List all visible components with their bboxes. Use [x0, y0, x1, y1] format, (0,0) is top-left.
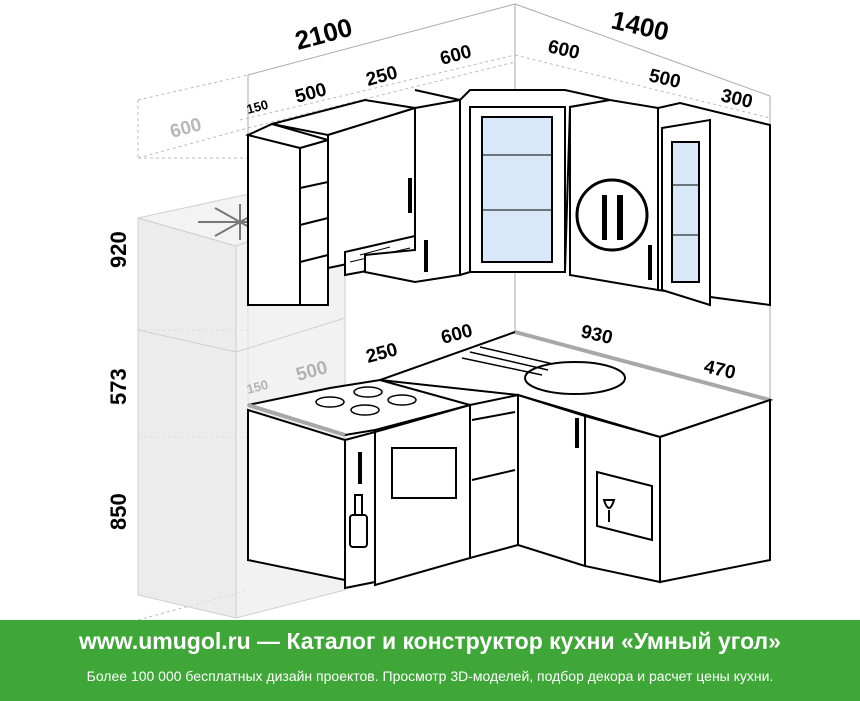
upper-right-glass-cabinet: [657, 101, 771, 307]
kitchen-corner-diagram: 2100 1400 150 500 250 600 600 500 300 60…: [106, 3, 774, 620]
cabinet-handle: [408, 178, 412, 213]
dim-upper-300: 300: [719, 85, 755, 113]
upper-open-shelf: [244, 122, 332, 306]
lower-sink-cabinet: [517, 393, 586, 568]
dim-lower-930: 930: [579, 321, 615, 349]
dishwasher: [584, 414, 661, 584]
dim-height-850: 850: [106, 493, 131, 530]
upper-glass-corner-cabinet: [414, 89, 611, 277]
dim-upper-600-right: 600: [546, 36, 582, 64]
cutlery-icon: [575, 178, 649, 252]
promo-banner: www.umugol.ru — Каталог и конструктор ку…: [0, 620, 860, 701]
dim-1400: 1400: [609, 5, 672, 47]
cabinet-handle: [575, 418, 579, 448]
bottle-icon: [349, 494, 368, 548]
dim-lower-600: 600: [439, 320, 475, 348]
banner-subtitle: Более 100 000 бесплатных дизайн проектов…: [86, 668, 774, 684]
dim-lower-470: 470: [702, 356, 738, 384]
cabinet-handle: [648, 245, 652, 280]
cabinet-handle: [424, 240, 428, 272]
wineglass-icon: [602, 499, 616, 522]
dim-lower-250: 250: [364, 339, 400, 367]
lower-middle-cabinet: [469, 393, 519, 560]
stove: [374, 403, 471, 587]
sink: [461, 346, 626, 395]
dim-upper-150: 150: [245, 97, 270, 117]
dim-upper-500-right: 500: [647, 65, 683, 93]
cabinet-handle: [358, 452, 362, 484]
upper-cabinet-hood: [271, 98, 416, 277]
banner-title[interactable]: www.umugol.ru — Каталог и конструктор ку…: [79, 628, 781, 654]
dim-fridge-600: 600: [168, 114, 204, 142]
lower-left-cabinet: [247, 408, 376, 590]
dim-height-573: 573: [106, 368, 131, 405]
lower-right-cabinet: [659, 398, 771, 584]
dim-height-920: 920: [106, 231, 131, 268]
dim-upper-500: 500: [293, 79, 329, 107]
dim-upper-250: 250: [364, 62, 400, 90]
hob-burners: [315, 386, 417, 416]
